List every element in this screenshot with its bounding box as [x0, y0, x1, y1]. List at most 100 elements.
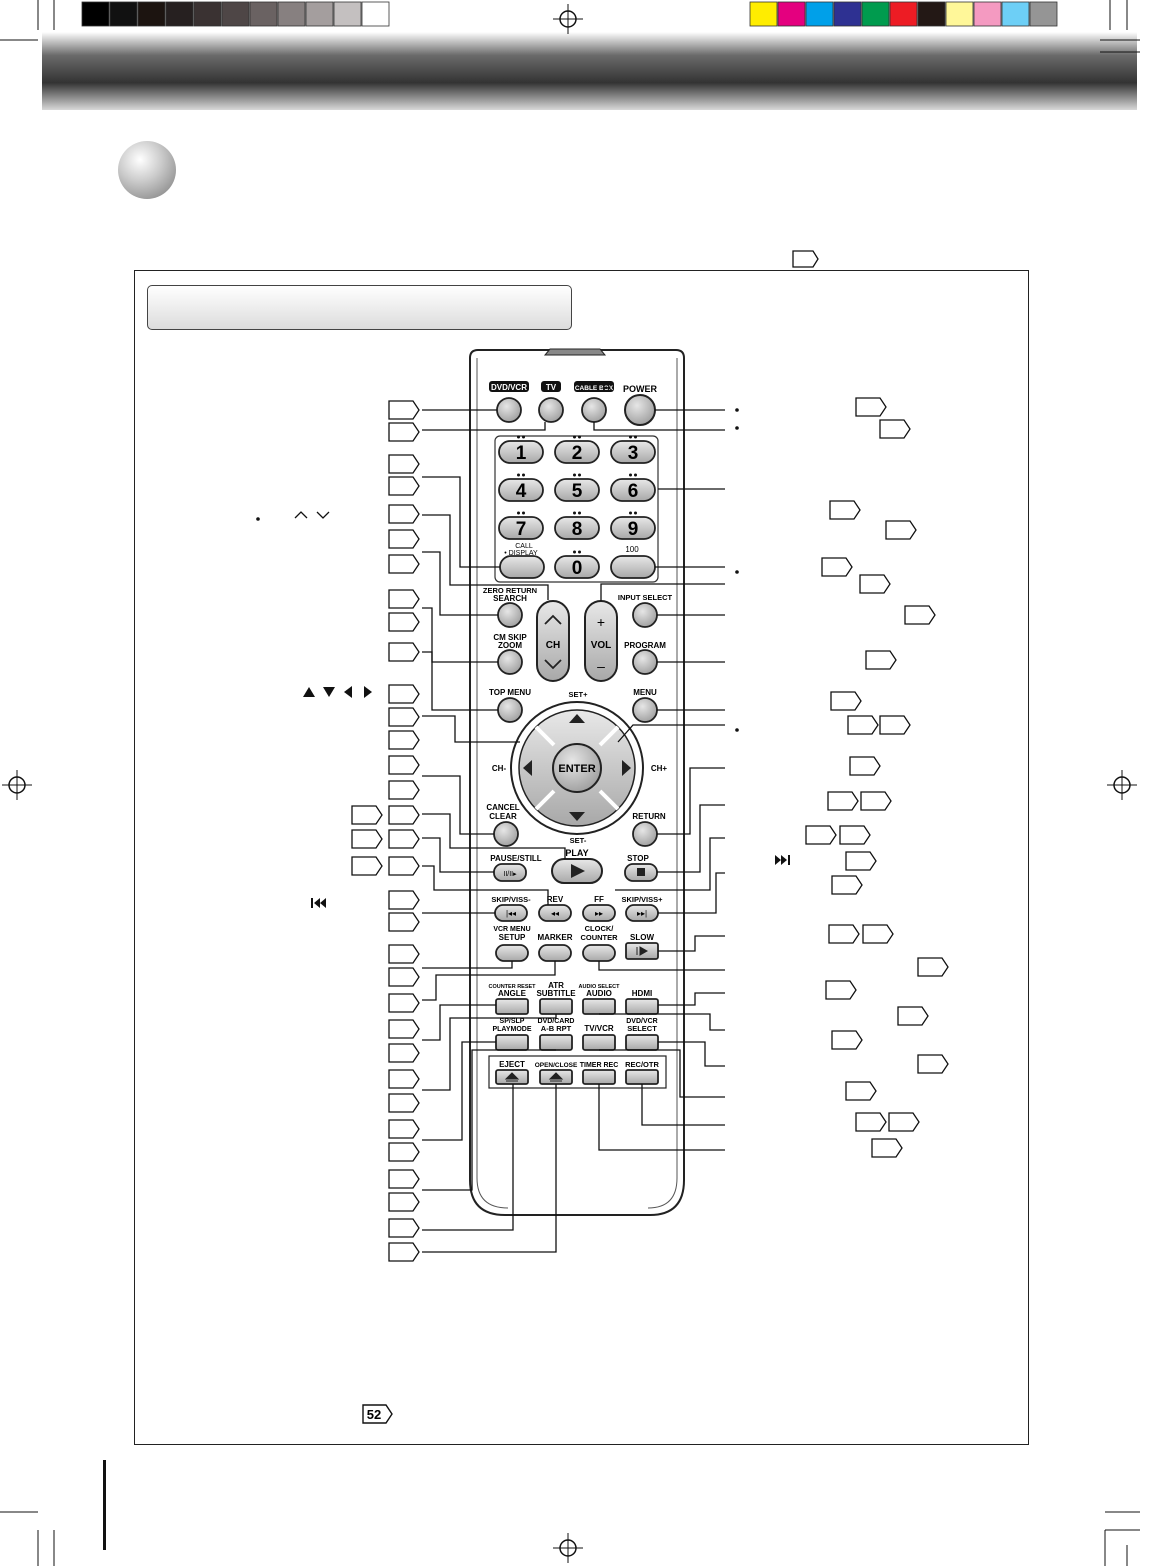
atr-label: ATR: [548, 981, 564, 990]
rewind-icon: ◂◂: [551, 909, 559, 918]
page-ref-tag-icon: [351, 805, 383, 825]
cm-skip-label: CM SKIP: [493, 633, 527, 642]
page-ref-tag-icon: [388, 1169, 420, 1189]
header-banner: [42, 32, 1137, 110]
call-display-button[interactable]: [499, 555, 545, 579]
content-frame: [134, 270, 1029, 1445]
page-ref-tag-icon: [860, 791, 892, 811]
number-0-button[interactable]: [554, 555, 600, 579]
page-ref-tag-icon: [829, 500, 861, 520]
color-calibration-bar: [81, 1, 1058, 27]
marker-label: MARKER: [537, 933, 572, 942]
search-button[interactable]: [497, 602, 523, 628]
subtitle-button[interactable]: [539, 998, 573, 1015]
timer-rec-button[interactable]: [582, 1069, 616, 1085]
page-ref-tag-icon: [831, 1030, 863, 1050]
page-ref-tag-icon: [388, 1043, 420, 1063]
skip-back-symbol-icon: [311, 898, 326, 908]
dvd-card-label: DVD/CARD: [538, 1018, 575, 1025]
number-9-button[interactable]: [610, 516, 656, 540]
top-menu-button[interactable]: [497, 697, 523, 723]
zero-return-label: ZERO RETURN: [483, 586, 537, 595]
arrow-down-icon[interactable]: [569, 812, 585, 821]
audio-button[interactable]: [582, 998, 616, 1015]
dvd-vcr-button[interactable]: [496, 397, 522, 423]
page-ref-tag-icon: [388, 1218, 420, 1238]
power-button[interactable]: [624, 394, 656, 426]
number-label: 4: [516, 481, 527, 502]
open-close-icon: [548, 1072, 564, 1082]
number-2-button[interactable]: [554, 440, 600, 464]
clear-button[interactable]: [493, 821, 519, 847]
program-button[interactable]: [632, 649, 658, 675]
rec-otr-label: REC/OTR: [625, 1060, 659, 1069]
ab-repeat-button[interactable]: [539, 1034, 573, 1051]
angle-button[interactable]: [495, 998, 529, 1015]
arrow-left-icon[interactable]: [523, 760, 532, 776]
menu-button[interactable]: [632, 697, 658, 723]
page-ref-tag-icon: [388, 642, 420, 662]
rev-button[interactable]: [538, 904, 572, 922]
page-ref-tag-icon: [827, 791, 859, 811]
channel-up-icon: [544, 614, 562, 625]
page-ref-tag-icon: [388, 1142, 420, 1162]
page-ref-tag-icon: [388, 504, 420, 524]
enter-button[interactable]: [552, 743, 602, 793]
tv-button[interactable]: [538, 397, 564, 423]
hundred-button[interactable]: [610, 555, 656, 579]
setup-label: SETUP: [499, 933, 526, 942]
skip-forward-symbol-icon: [775, 855, 790, 865]
bottom-button-frame: [488, 1055, 667, 1089]
rev-label: REV: [547, 895, 564, 904]
number-5-button[interactable]: [554, 478, 600, 502]
ff-button[interactable]: [582, 904, 616, 922]
arrow-up-icon[interactable]: [569, 714, 585, 723]
page-ref-tag-icon: [351, 856, 383, 876]
number-label: 2: [572, 443, 583, 464]
page-ref-tag-icon: [917, 957, 949, 977]
number-8-button[interactable]: [554, 516, 600, 540]
page-ref-tag-icon: [871, 1138, 903, 1158]
setup-button[interactable]: [495, 944, 529, 962]
select-button[interactable]: [625, 1034, 659, 1051]
page-ref-tag-icon: [388, 856, 420, 876]
zoom-button[interactable]: [497, 649, 523, 675]
gray-swatch: [137, 1, 166, 27]
number-7-button[interactable]: [498, 516, 544, 540]
number-label: 0: [572, 558, 583, 579]
cable-box-button[interactable]: [581, 397, 607, 423]
page-ref-tag-icon: [845, 1081, 877, 1101]
top-row: DVD/VCR TV CABLE BOX POWER: [489, 381, 657, 426]
number-pad-frame: [494, 435, 659, 583]
return-button[interactable]: [632, 821, 658, 847]
number-label: 9: [628, 519, 639, 540]
cable-box-label: CABLE BOX: [575, 385, 614, 392]
number-1-button[interactable]: [498, 440, 544, 464]
stop-label: STOP: [627, 854, 649, 863]
input-select-button[interactable]: [632, 602, 658, 628]
clock-counter-button[interactable]: [582, 944, 616, 962]
page-ref-tag-icon: [388, 707, 420, 727]
page-ref-tag-icon: [388, 829, 420, 849]
color-swatch: [973, 1, 1002, 27]
playmode-button[interactable]: [495, 1034, 529, 1051]
number-6-button[interactable]: [610, 478, 656, 502]
hdmi-button[interactable]: [625, 998, 659, 1015]
timer-rec-label: TIMER REC: [580, 1062, 619, 1069]
number-3-button[interactable]: [610, 440, 656, 464]
fast-forward-icon: ▸▸: [595, 909, 603, 918]
page-ref-tag-icon: [388, 400, 420, 420]
arrow-right-icon[interactable]: [622, 760, 631, 776]
hdmi-label: HDMI: [632, 989, 652, 998]
tv-vcr-button[interactable]: [582, 1034, 616, 1051]
page-ref-tag-icon: [388, 993, 420, 1013]
marker-button[interactable]: [538, 944, 572, 962]
number-4-button[interactable]: [498, 478, 544, 502]
page-reference-number: 52: [367, 1407, 381, 1422]
page-ref-tag-icon: [388, 454, 420, 474]
gray-swatch: [221, 1, 250, 27]
page-ref-tag-icon: [879, 715, 911, 735]
rec-otr-button[interactable]: [625, 1069, 659, 1085]
page-ref-tag-icon: [917, 1054, 949, 1074]
